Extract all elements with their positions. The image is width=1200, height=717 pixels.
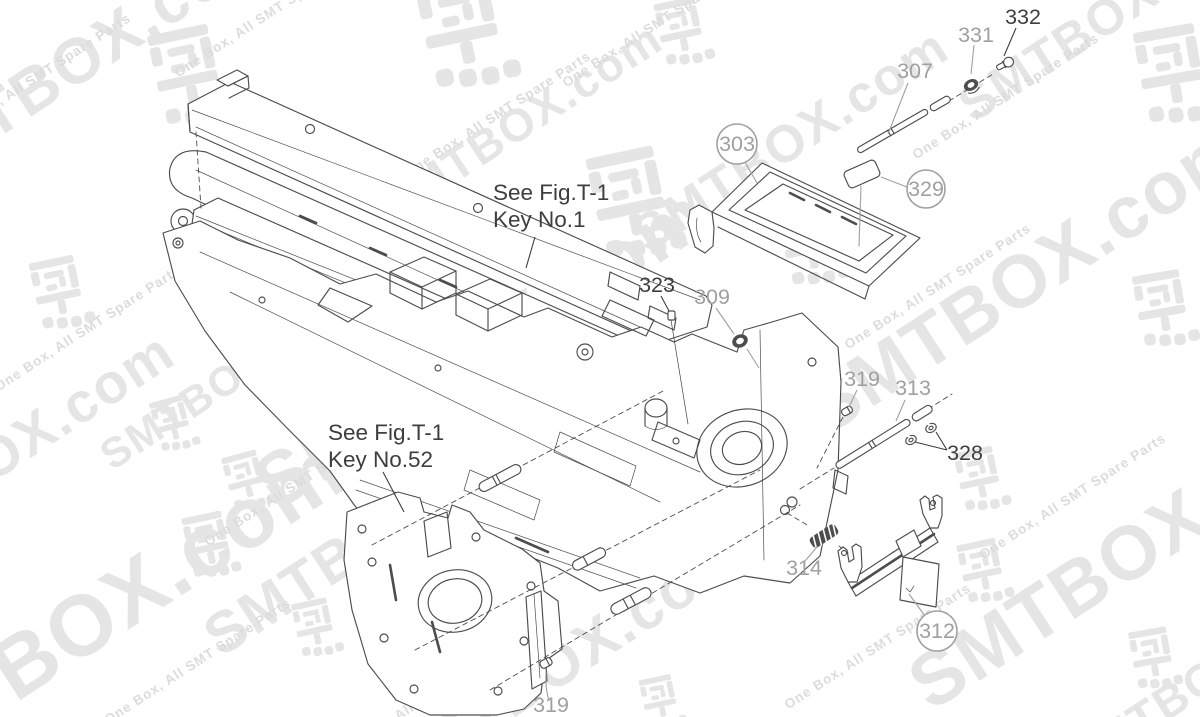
- callout-313: 313: [895, 376, 931, 400]
- callout-312: 312: [919, 619, 955, 643]
- pin-323: [667, 310, 689, 425]
- callout-323: 323: [639, 273, 675, 297]
- callout-307: 307: [897, 59, 933, 83]
- bushing-309: [732, 334, 748, 348]
- snap-ring-328-b: [905, 434, 917, 446]
- shaft-313: [835, 404, 933, 469]
- screw-319-bottom: [539, 657, 553, 669]
- callout-303: 303: [719, 132, 755, 156]
- note-key52-line2: Key No.52: [328, 447, 433, 472]
- callout-314: 314: [786, 556, 822, 580]
- callout-329: 329: [908, 177, 944, 201]
- callout-331: 331: [958, 23, 994, 47]
- label-sticker-329: [843, 159, 881, 189]
- leader-329: [880, 176, 908, 188]
- callout-309: 309: [694, 285, 730, 309]
- shaft-307: [856, 95, 951, 154]
- qr-pattern-icon: [638, 672, 688, 717]
- spring-314: [809, 523, 839, 549]
- leader-313: [895, 399, 906, 422]
- callout-332: 332: [1005, 5, 1041, 29]
- leader-note-key52: [382, 471, 405, 513]
- set-screw-319-right: [841, 405, 853, 417]
- note-key52: See Fig.T-1 Key No.52: [328, 420, 444, 472]
- dowel-pin: [610, 587, 652, 615]
- top-rail: [187, 69, 713, 344]
- note-key1-line1: See Fig.T-1: [493, 180, 609, 205]
- note-key1: See Fig.T-1 Key No.1: [493, 180, 609, 232]
- leader-319-bottom: [545, 671, 550, 702]
- leader-309: [715, 307, 760, 369]
- callout-layer: 332 331 307 303 329 323 309 319 313 328 …: [328, 5, 1041, 717]
- dowel-pin: [478, 463, 522, 493]
- line-art: [162, 56, 1015, 716]
- mechanism-block: [389, 256, 457, 310]
- leader-332: [1003, 27, 1017, 57]
- leader-note-key1: [525, 236, 536, 269]
- leader-319-right: [848, 389, 858, 408]
- leader-303: [744, 161, 758, 184]
- leader-307: [887, 82, 909, 135]
- leader-314: [804, 546, 818, 562]
- qr-pattern-icon: [1131, 267, 1200, 352]
- side-plate: [343, 491, 563, 716]
- hook-arm: [687, 204, 715, 254]
- tape-holder-bracket-312: [837, 494, 943, 608]
- note-key1-line2: Key No.1: [493, 207, 586, 232]
- note-key52-line1: See Fig.T-1: [328, 420, 444, 445]
- dowel-pin: [571, 547, 607, 571]
- side-plate-bore: [417, 569, 493, 633]
- qr-pattern-icon: [413, 0, 523, 96]
- screw-332: [996, 56, 1015, 71]
- main-frame: [162, 220, 849, 594]
- leader-328: [914, 431, 948, 451]
- main-bore: [696, 408, 788, 488]
- qr-pattern-icon: [1132, 20, 1200, 130]
- mechanism-block: [455, 278, 523, 332]
- cover-bracket-303: [687, 159, 921, 300]
- leader-323: [660, 295, 670, 312]
- spring-seat-hole: [779, 504, 791, 516]
- grommet-331: [963, 79, 980, 94]
- callout-328: 328: [947, 441, 983, 465]
- right-fork: [919, 494, 943, 529]
- callout-circle-303: [716, 123, 758, 165]
- snap-ring-328-a: [925, 422, 937, 434]
- leader-331: [970, 44, 975, 75]
- callout-circle-312: [916, 610, 958, 652]
- callout-319-bottom: 319: [533, 693, 569, 717]
- callout-circle-329: [906, 169, 946, 209]
- leader-312: [908, 593, 926, 617]
- left-fork: [837, 543, 863, 583]
- callout-319-right: 319: [844, 367, 880, 391]
